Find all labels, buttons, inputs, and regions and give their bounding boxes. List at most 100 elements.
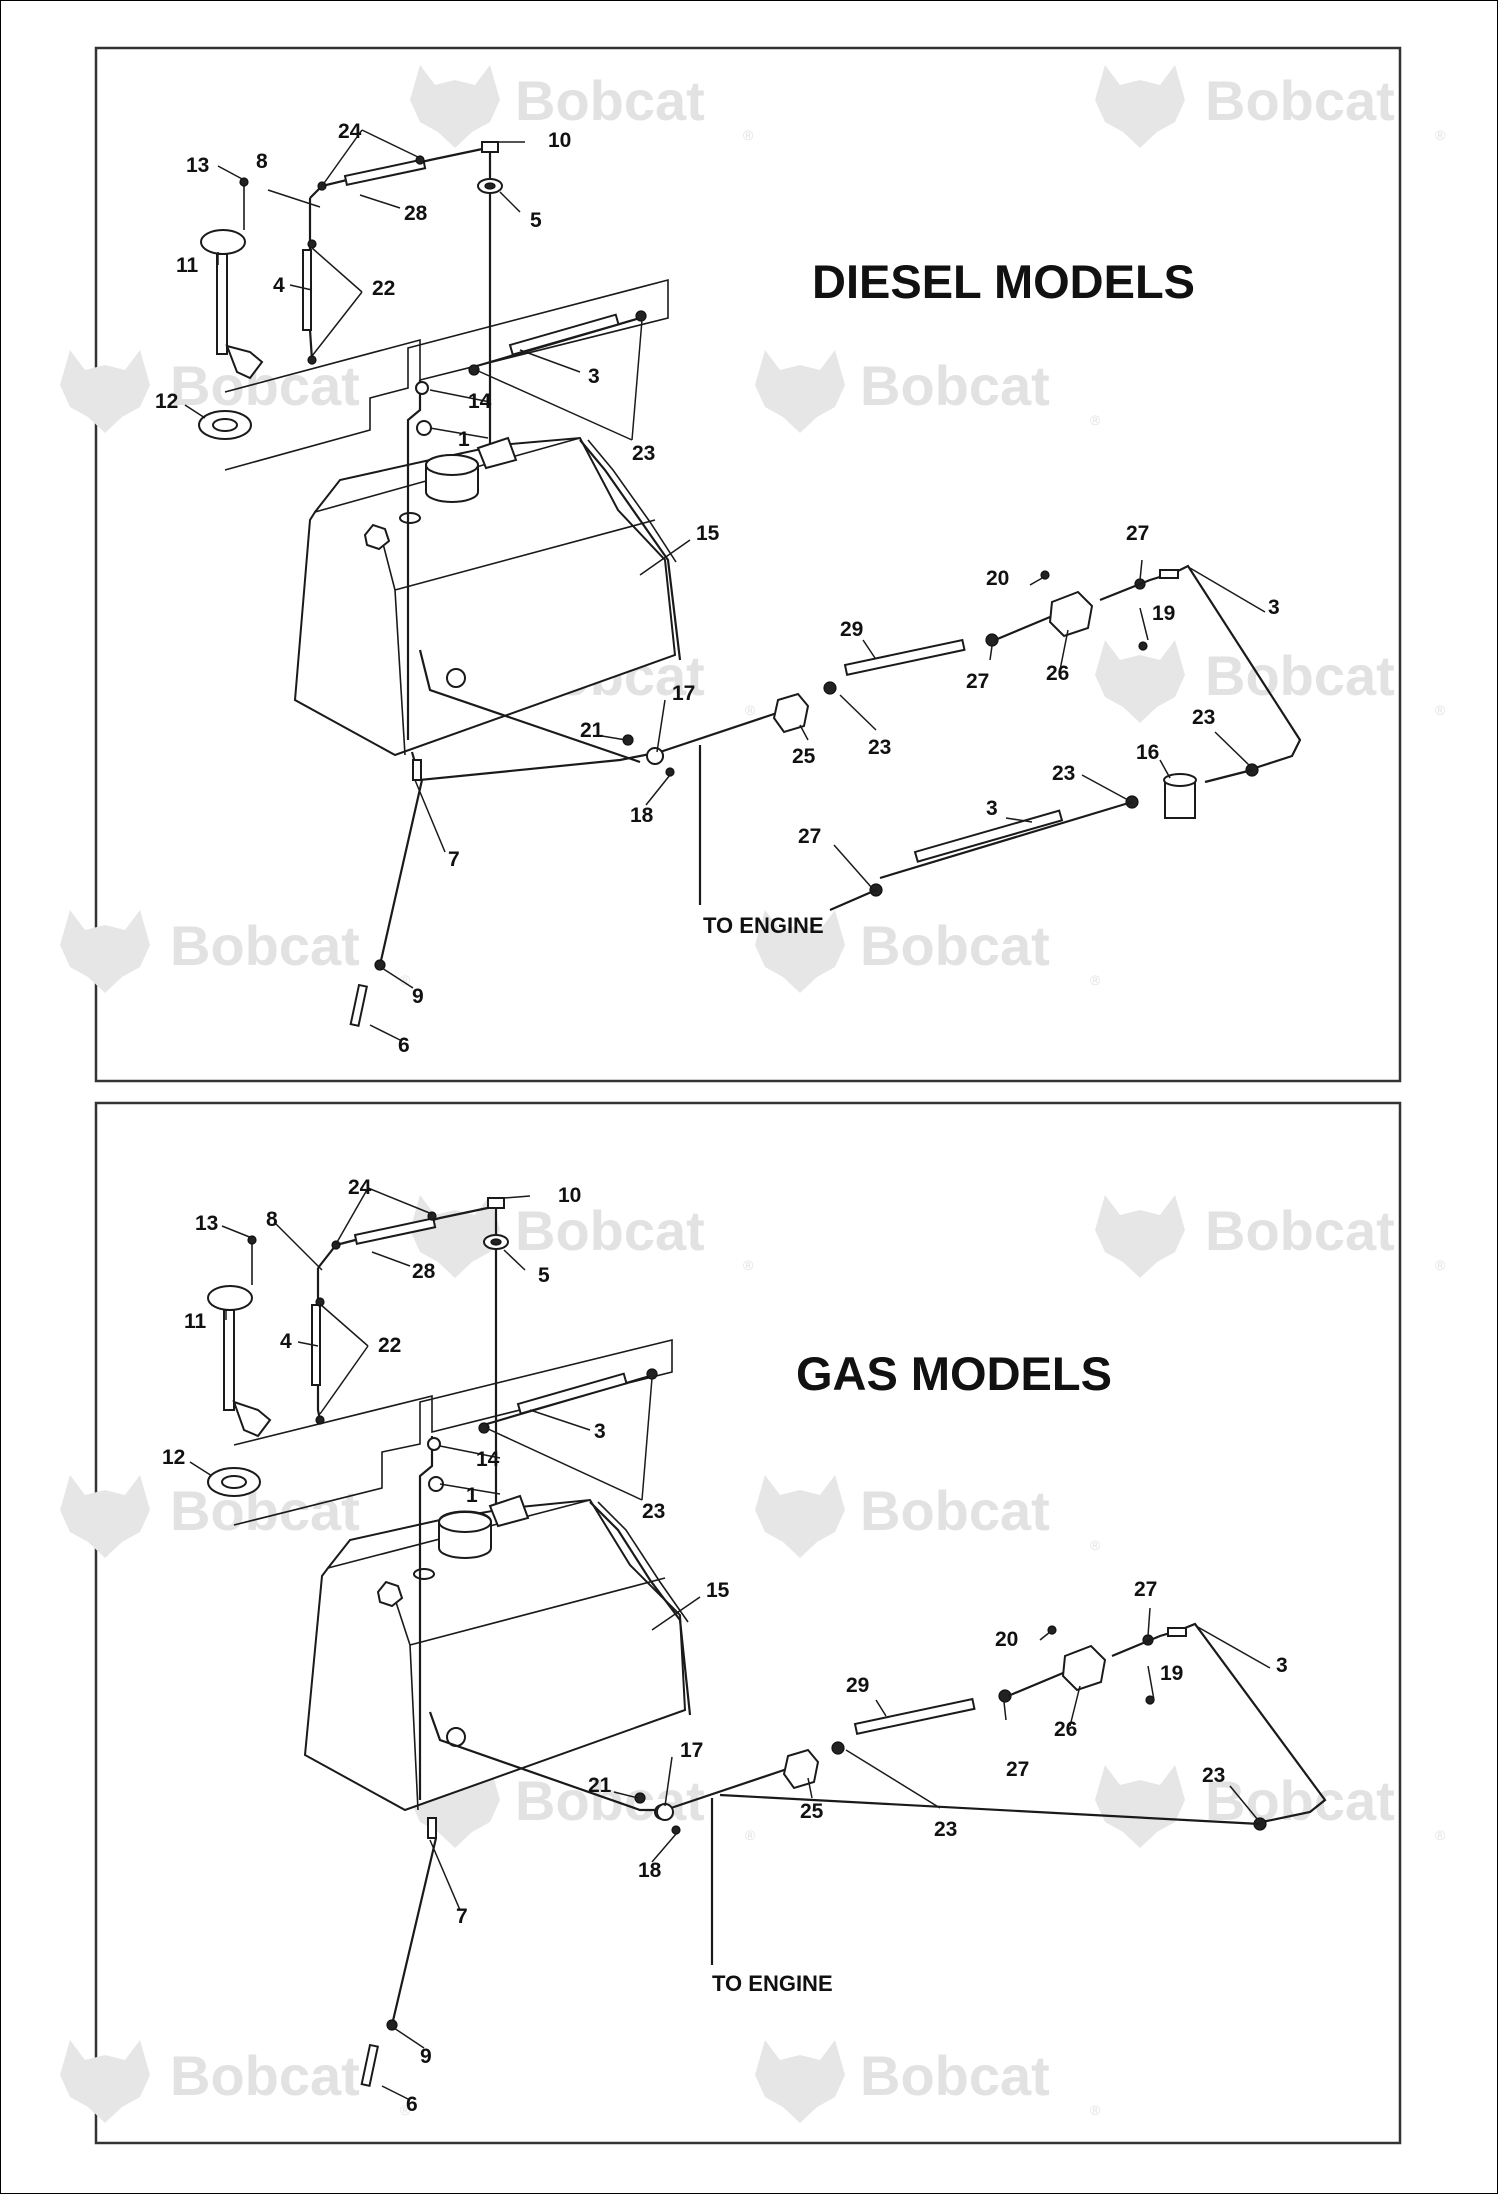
callout-1: 1 bbox=[458, 428, 470, 451]
callout-3b: 3 bbox=[1276, 1654, 1288, 1677]
fuel-line-15 bbox=[579, 439, 682, 661]
callout-17: 17 bbox=[672, 682, 695, 705]
callout-21: 21 bbox=[580, 719, 604, 742]
watermark-reg: ® bbox=[743, 1257, 754, 1273]
callout-4: 4 bbox=[273, 274, 285, 297]
callout-3a: 3 bbox=[594, 1420, 606, 1443]
callout-16: 16 bbox=[1136, 741, 1159, 764]
watermark-text: Bobcat bbox=[860, 914, 1050, 977]
callout-23c: 23 bbox=[1202, 1764, 1225, 1787]
watermark-text: Bobcat bbox=[170, 2044, 360, 2107]
vent-hoses bbox=[302, 146, 488, 365]
callout-6: 6 bbox=[406, 2093, 418, 2116]
watermarks: Bobcat ® Bobcat ® Bobcat Bobcat ® Bobcat ® B… bbox=[60, 1195, 1446, 2123]
watermark-text: Bobcat bbox=[860, 354, 1050, 417]
fill-neck-assembly bbox=[477, 141, 503, 460]
watermark-reg: ® bbox=[1090, 972, 1101, 988]
leader-lines bbox=[189, 1187, 1271, 2101]
watermark-text: Bobcat bbox=[860, 2044, 1050, 2107]
watermark-reg: ® bbox=[745, 702, 756, 718]
callout-18: 18 bbox=[638, 1859, 662, 1882]
watermark-text: Bobcat bbox=[1205, 1199, 1395, 1262]
diesel-panel: Bobcat® Bobcat® Bobcat Bobcat® Bobcat® B… bbox=[60, 46, 1446, 1083]
watermark-reg: ® bbox=[745, 1827, 756, 1843]
callout-10: 10 bbox=[548, 129, 571, 152]
callouts: 13 8 24 28 10 5 11 4 22 12 3 14 1 23 15 … bbox=[162, 1176, 1288, 2116]
callout-3b: 3 bbox=[1268, 596, 1280, 619]
callout-14: 14 bbox=[476, 1448, 500, 1471]
upper-hose-3 bbox=[406, 310, 647, 740]
callout-11: 11 bbox=[184, 1310, 207, 1333]
callout-19: 19 bbox=[1160, 1662, 1183, 1685]
callout-15: 15 bbox=[706, 1579, 730, 1602]
watermark-reg: ® bbox=[1435, 1827, 1446, 1843]
callout-9: 9 bbox=[420, 2045, 432, 2068]
callout-23a: 23 bbox=[642, 1500, 665, 1523]
fuel-tank bbox=[293, 436, 677, 757]
callout-15: 15 bbox=[696, 522, 720, 545]
callout-20: 20 bbox=[986, 567, 1009, 590]
callout-10: 10 bbox=[558, 1184, 581, 1207]
callout-28: 28 bbox=[412, 1260, 436, 1283]
callout-20: 20 bbox=[995, 1628, 1018, 1651]
callout-3a: 3 bbox=[588, 365, 600, 388]
bracket-outline bbox=[233, 1338, 673, 1526]
fuel-gauge-sender bbox=[198, 177, 264, 440]
callout-27b: 27 bbox=[1006, 1758, 1029, 1781]
to-engine-label: TO ENGINE bbox=[712, 1971, 833, 1996]
callout-25: 25 bbox=[800, 1800, 824, 1823]
callout-23b: 23 bbox=[868, 736, 891, 759]
callout-8: 8 bbox=[256, 150, 268, 173]
diesel-models-title: DIESEL MODELS bbox=[812, 255, 1195, 308]
watermark-reg: ® bbox=[1090, 412, 1101, 428]
to-engine-label: TO ENGINE bbox=[703, 913, 824, 938]
callout-24: 24 bbox=[338, 120, 362, 143]
fuel-gauge-sender bbox=[207, 1235, 272, 1497]
callout-13: 13 bbox=[195, 1212, 218, 1235]
callout-8: 8 bbox=[266, 1208, 278, 1231]
fuel-line-15 bbox=[589, 1501, 692, 1716]
callout-24: 24 bbox=[348, 1176, 372, 1199]
callout-4: 4 bbox=[280, 1330, 292, 1353]
watermark-reg: ® bbox=[1090, 1537, 1101, 1553]
watermark-reg: ® bbox=[1435, 127, 1446, 143]
callout-27c: 27 bbox=[798, 825, 821, 848]
watermark-text: Bobcat bbox=[170, 1479, 360, 1542]
watermarks: Bobcat® Bobcat® Bobcat Bobcat® Bobcat® B… bbox=[60, 65, 1446, 993]
callout-13: 13 bbox=[186, 154, 209, 177]
callout-14: 14 bbox=[468, 390, 492, 413]
fill-neck-assembly bbox=[483, 1197, 509, 1518]
callout-11: 11 bbox=[176, 254, 199, 277]
watermark-text: Bobcat bbox=[1205, 644, 1395, 707]
watermark-reg: ® bbox=[743, 127, 754, 143]
callout-27a: 27 bbox=[1126, 522, 1149, 545]
callout-1: 1 bbox=[466, 1484, 478, 1507]
callout-5: 5 bbox=[538, 1264, 550, 1287]
callout-5: 5 bbox=[530, 209, 542, 232]
callout-18: 18 bbox=[630, 804, 654, 827]
bracket-outline bbox=[224, 278, 669, 471]
callout-23b: 23 bbox=[934, 1818, 957, 1841]
callout-25: 25 bbox=[792, 745, 816, 768]
callout-22: 22 bbox=[372, 277, 395, 300]
watermark-reg: ® bbox=[1435, 702, 1446, 718]
callout-22: 22 bbox=[378, 1334, 401, 1357]
callout-26: 26 bbox=[1046, 662, 1069, 685]
watermark-reg: ® bbox=[400, 2102, 411, 2118]
callout-3c: 3 bbox=[986, 797, 998, 820]
upper-hose-3 bbox=[418, 1368, 658, 1800]
supply-line-gas bbox=[428, 1622, 1327, 1831]
callout-9: 9 bbox=[412, 985, 424, 1008]
watermark-text: Bobcat bbox=[515, 1199, 705, 1262]
watermark-text: Bobcat bbox=[170, 914, 360, 977]
gas-models-title: GAS MODELS bbox=[796, 1347, 1112, 1400]
watermark-text: Bobcat bbox=[860, 1479, 1050, 1542]
callout-26: 26 bbox=[1054, 1718, 1077, 1741]
watermark-text: Bobcat bbox=[515, 69, 705, 132]
watermark-reg: ® bbox=[1090, 2102, 1101, 2118]
callout-21: 21 bbox=[588, 1774, 612, 1797]
callout-27a: 27 bbox=[1134, 1578, 1157, 1601]
callout-27b: 27 bbox=[966, 670, 989, 693]
callout-29: 29 bbox=[840, 618, 863, 641]
